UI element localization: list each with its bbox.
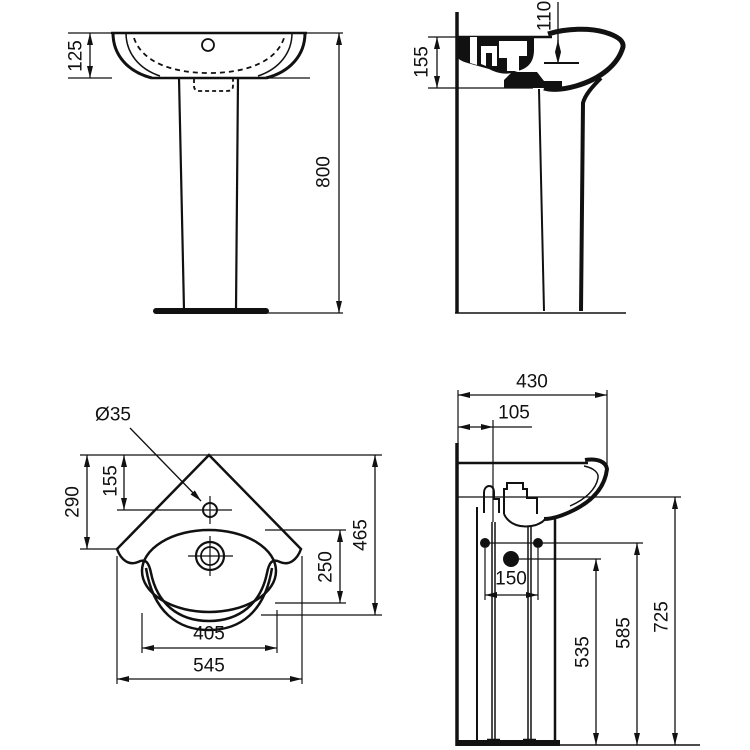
- dim-install-total-depth: 430: [516, 371, 548, 393]
- dim-total-depth: 465: [350, 519, 372, 551]
- tap-block: [503, 482, 538, 514]
- bowl-oval: [140, 528, 278, 614]
- basin-outline: [115, 453, 303, 623]
- dim-bowl-inner-depth: 110: [534, 0, 556, 32]
- dim-trap-center-height: 535: [572, 636, 594, 668]
- basin-left-outer: [111, 32, 153, 80]
- tap-hole: [201, 38, 215, 52]
- dim-fixing-holes-height: 585: [613, 617, 635, 649]
- leader-d35: [129, 427, 202, 502]
- dim-rim-underside-height: 725: [651, 601, 673, 633]
- inner-bowl-dashed: [133, 37, 285, 74]
- pedestal-front: [538, 88, 545, 312]
- dim-bowl-front-depth: 250: [315, 551, 337, 583]
- front-rim-arc: [144, 567, 274, 632]
- drain-fill: [504, 72, 562, 88]
- overflow-dashed: [193, 79, 234, 92]
- side-view: [428, 2, 626, 314]
- dim-total-height: 800: [313, 156, 335, 188]
- dim-basin-rim-height: 125: [65, 40, 87, 72]
- install-view: [455, 390, 700, 746]
- basin-right-outer: [265, 32, 307, 80]
- dim-tap-center-offset: 105: [498, 402, 530, 424]
- dim-corner-to-side-depth: 290: [62, 486, 84, 518]
- bowl-outer-curve: [543, 26, 626, 92]
- dim-back-ledge-height: 155: [411, 46, 433, 78]
- pedestal-back: [579, 76, 603, 312]
- pedestal-right: [234, 77, 240, 311]
- bowl-outer-curve: [543, 457, 610, 521]
- front-view: [68, 31, 343, 314]
- dim-tap-hole-diameter: Ø35: [95, 404, 131, 426]
- pedestal-left: [177, 77, 186, 311]
- plan-view: [80, 427, 382, 684]
- fixing-clip: [483, 484, 500, 513]
- dim-pipe-spacing: 150: [495, 568, 527, 590]
- dim-bowl-width: 405: [193, 623, 225, 645]
- dim-total-width: 545: [193, 655, 225, 677]
- dim-tap-hole-offset: 155: [100, 465, 122, 497]
